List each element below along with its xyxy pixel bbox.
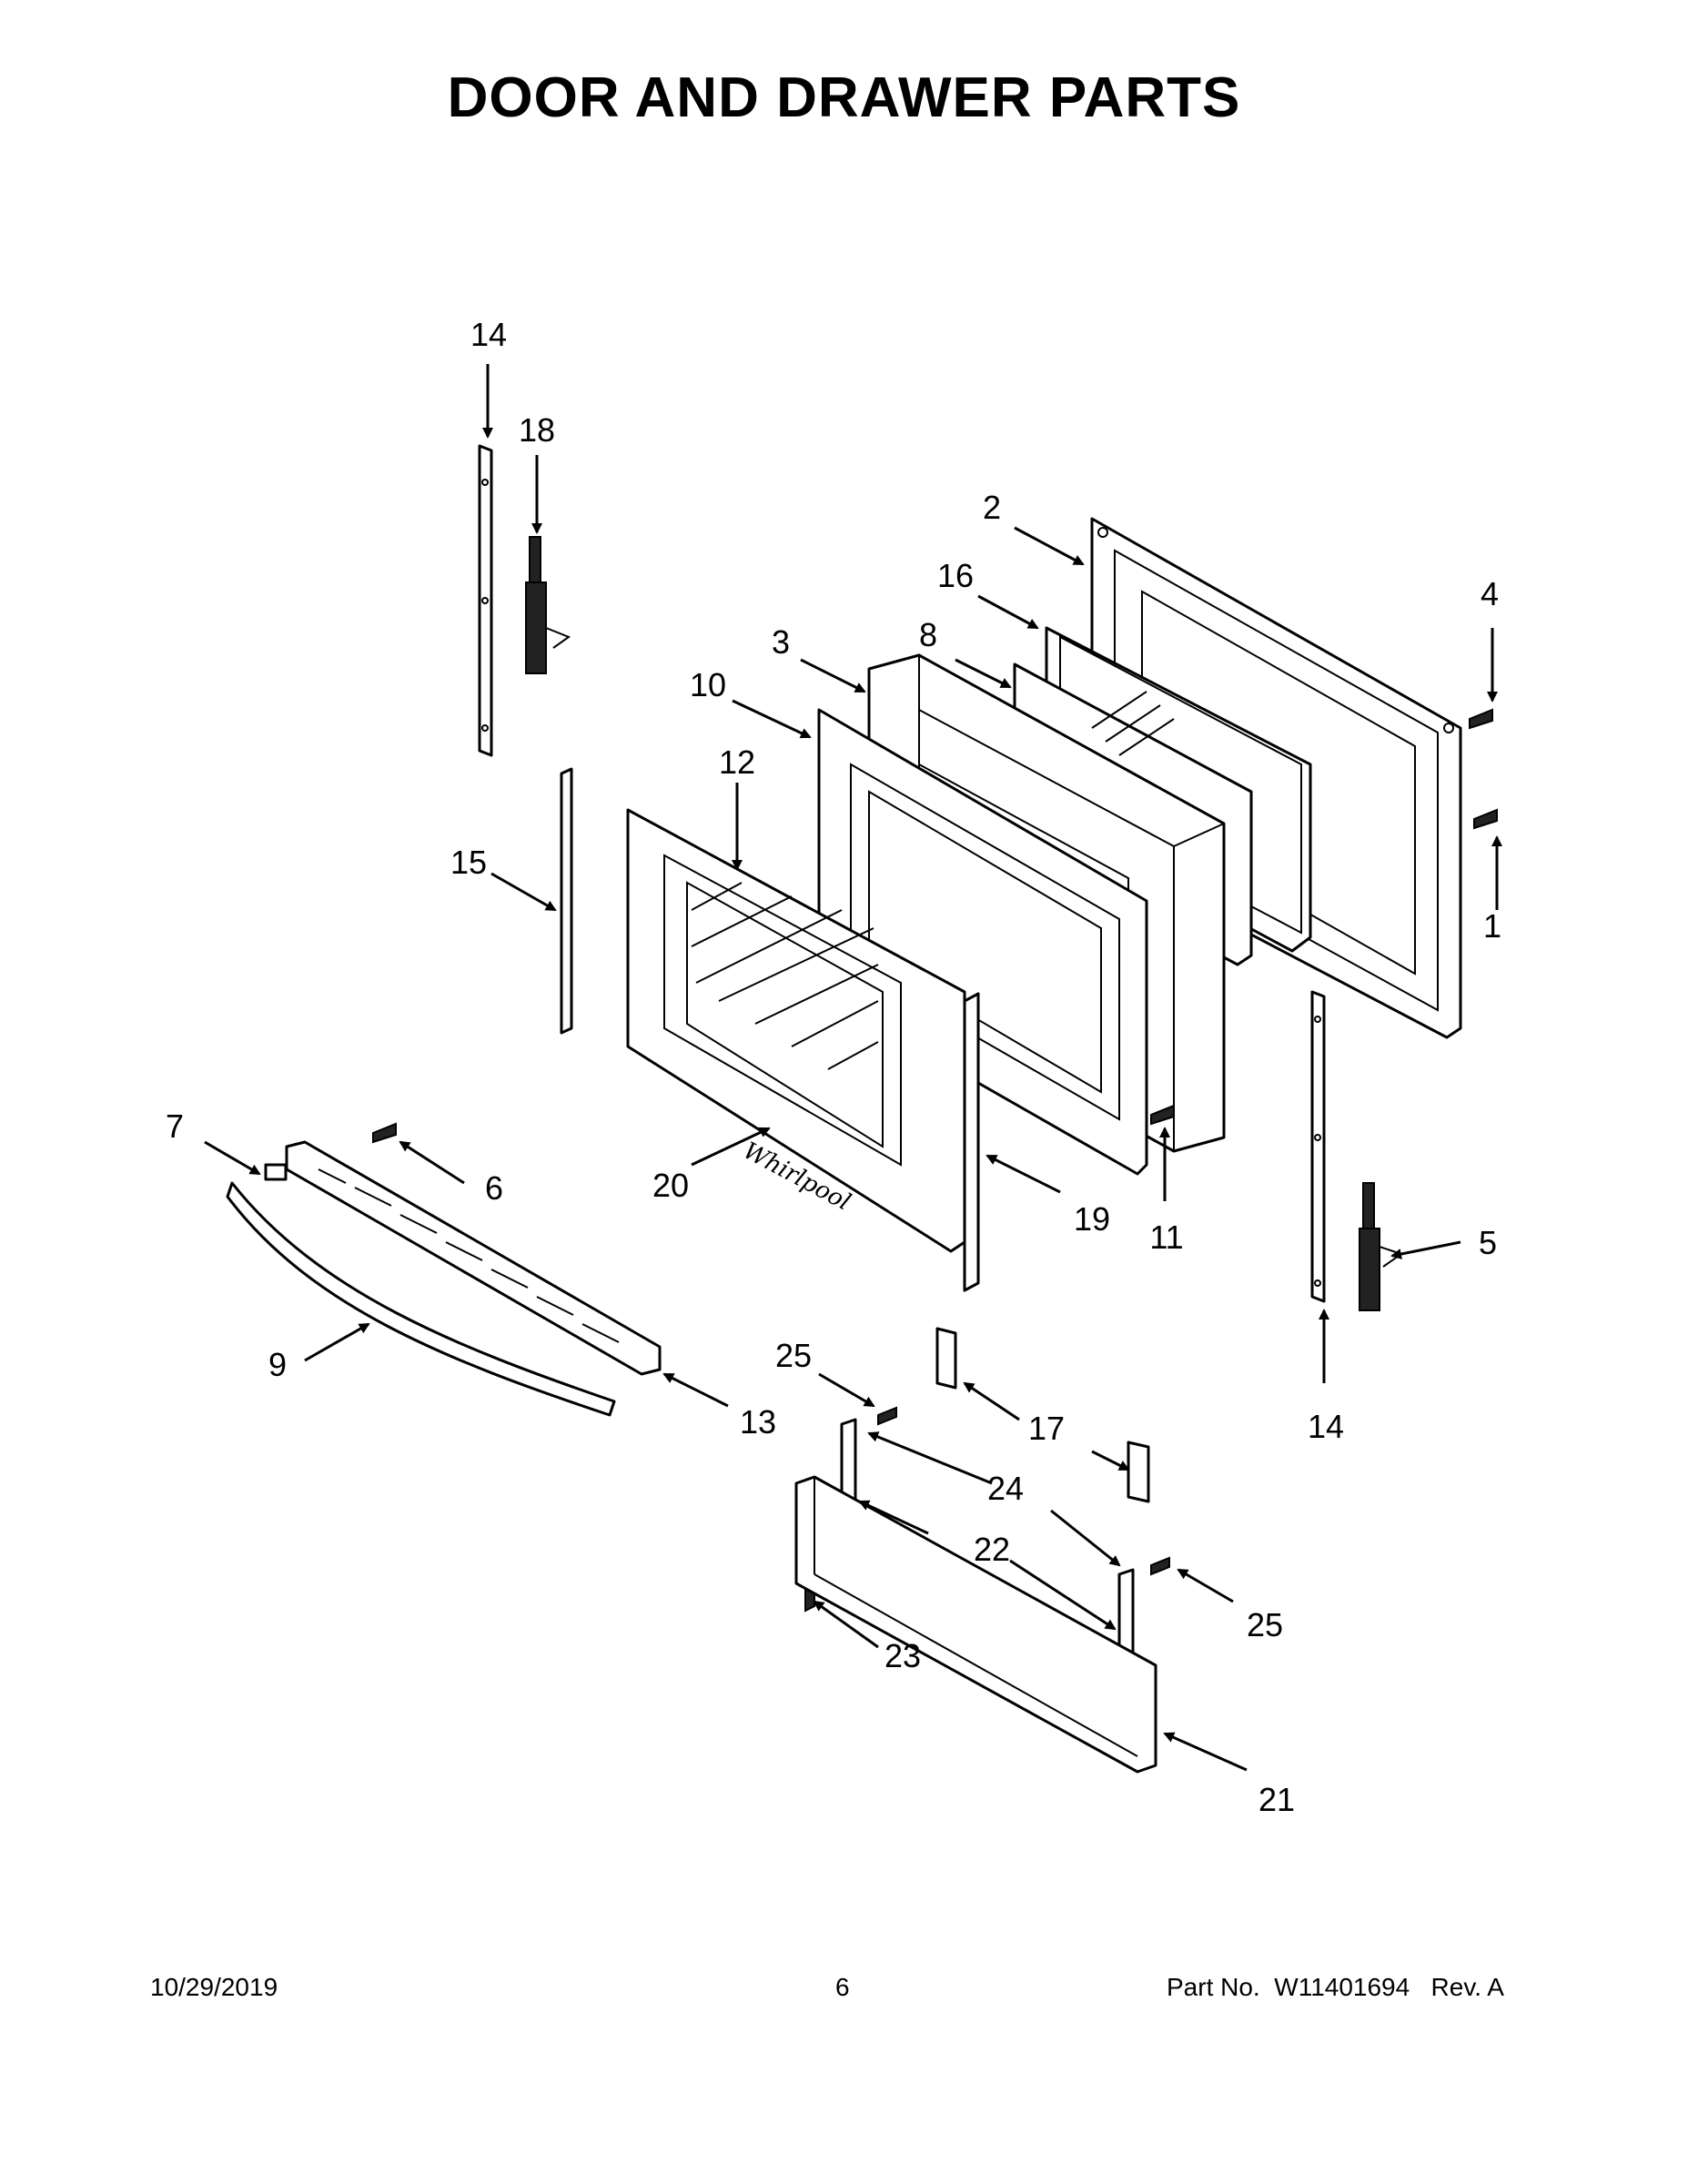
drawer-bracket-left — [935, 1327, 957, 1390]
page-title: DOOR AND DRAWER PARTS — [447, 66, 1241, 129]
callout-16: 16 — [937, 557, 974, 594]
door-hinge-left — [525, 536, 571, 674]
callout-3: 3 — [772, 623, 790, 661]
trim-bracket — [264, 1163, 288, 1181]
drawer-rail-right — [1117, 1568, 1135, 1658]
screw-25a — [877, 1406, 897, 1426]
drawer-bracket-right — [1127, 1441, 1150, 1503]
callout-22: 22 — [974, 1531, 1010, 1568]
callout-13: 13 — [740, 1403, 776, 1441]
drawer-front-panel — [794, 1475, 1157, 1774]
footer-date: 10/29/2019 — [150, 1973, 278, 2001]
footer-page-number: 6 — [835, 1973, 850, 2001]
callout-6: 6 — [485, 1169, 503, 1207]
door-handle — [226, 1181, 616, 1417]
door-hinge-right — [1359, 1182, 1404, 1311]
callout-17: 17 — [1028, 1410, 1065, 1447]
callout-14-top: 14 — [470, 316, 507, 353]
callout-10: 10 — [690, 666, 726, 703]
callout-7: 7 — [166, 1107, 184, 1145]
callout-12: 12 — [719, 743, 755, 781]
hinge-receiver-right — [1310, 990, 1326, 1303]
callout-2: 2 — [983, 489, 1001, 526]
footer-part-label: Part No. — [1167, 1973, 1260, 2001]
callout-24: 24 — [987, 1470, 1024, 1507]
screw-11 — [1150, 1104, 1175, 1126]
screw-25b — [1150, 1556, 1170, 1576]
callout-1: 1 — [1483, 907, 1501, 945]
callout-20: 20 — [652, 1167, 689, 1204]
callout-4: 4 — [1481, 575, 1499, 612]
footer-revision: Rev. A — [1430, 1973, 1504, 2001]
callout-23: 23 — [884, 1637, 921, 1674]
screw-4 — [1469, 708, 1493, 730]
hinge-receiver-left — [478, 444, 493, 757]
callout-11: 11 — [1149, 1218, 1183, 1256]
callout-25-bottom: 25 — [1247, 1606, 1283, 1643]
callout-18: 18 — [519, 411, 555, 449]
callout-25-top: 25 — [775, 1337, 812, 1374]
callout-15: 15 — [450, 844, 487, 881]
screw-1 — [1473, 808, 1498, 830]
callout-8: 8 — [919, 616, 937, 653]
callout-14-bottom: 14 — [1308, 1408, 1344, 1445]
door-side-trim-left — [560, 767, 573, 1035]
leader-arrows — [204, 364, 1502, 1772]
footer-part-value: W11401694 — [1274, 1973, 1410, 2001]
door-side-trim-right — [963, 992, 980, 1292]
callout-19: 19 — [1074, 1200, 1110, 1238]
screw-6 — [372, 1122, 397, 1144]
callout-9: 9 — [268, 1346, 287, 1383]
callout-5: 5 — [1479, 1224, 1497, 1261]
footer-part-number: Part No. W11401694 Rev. A — [1167, 1973, 1504, 2002]
callout-21: 21 — [1258, 1781, 1295, 1818]
